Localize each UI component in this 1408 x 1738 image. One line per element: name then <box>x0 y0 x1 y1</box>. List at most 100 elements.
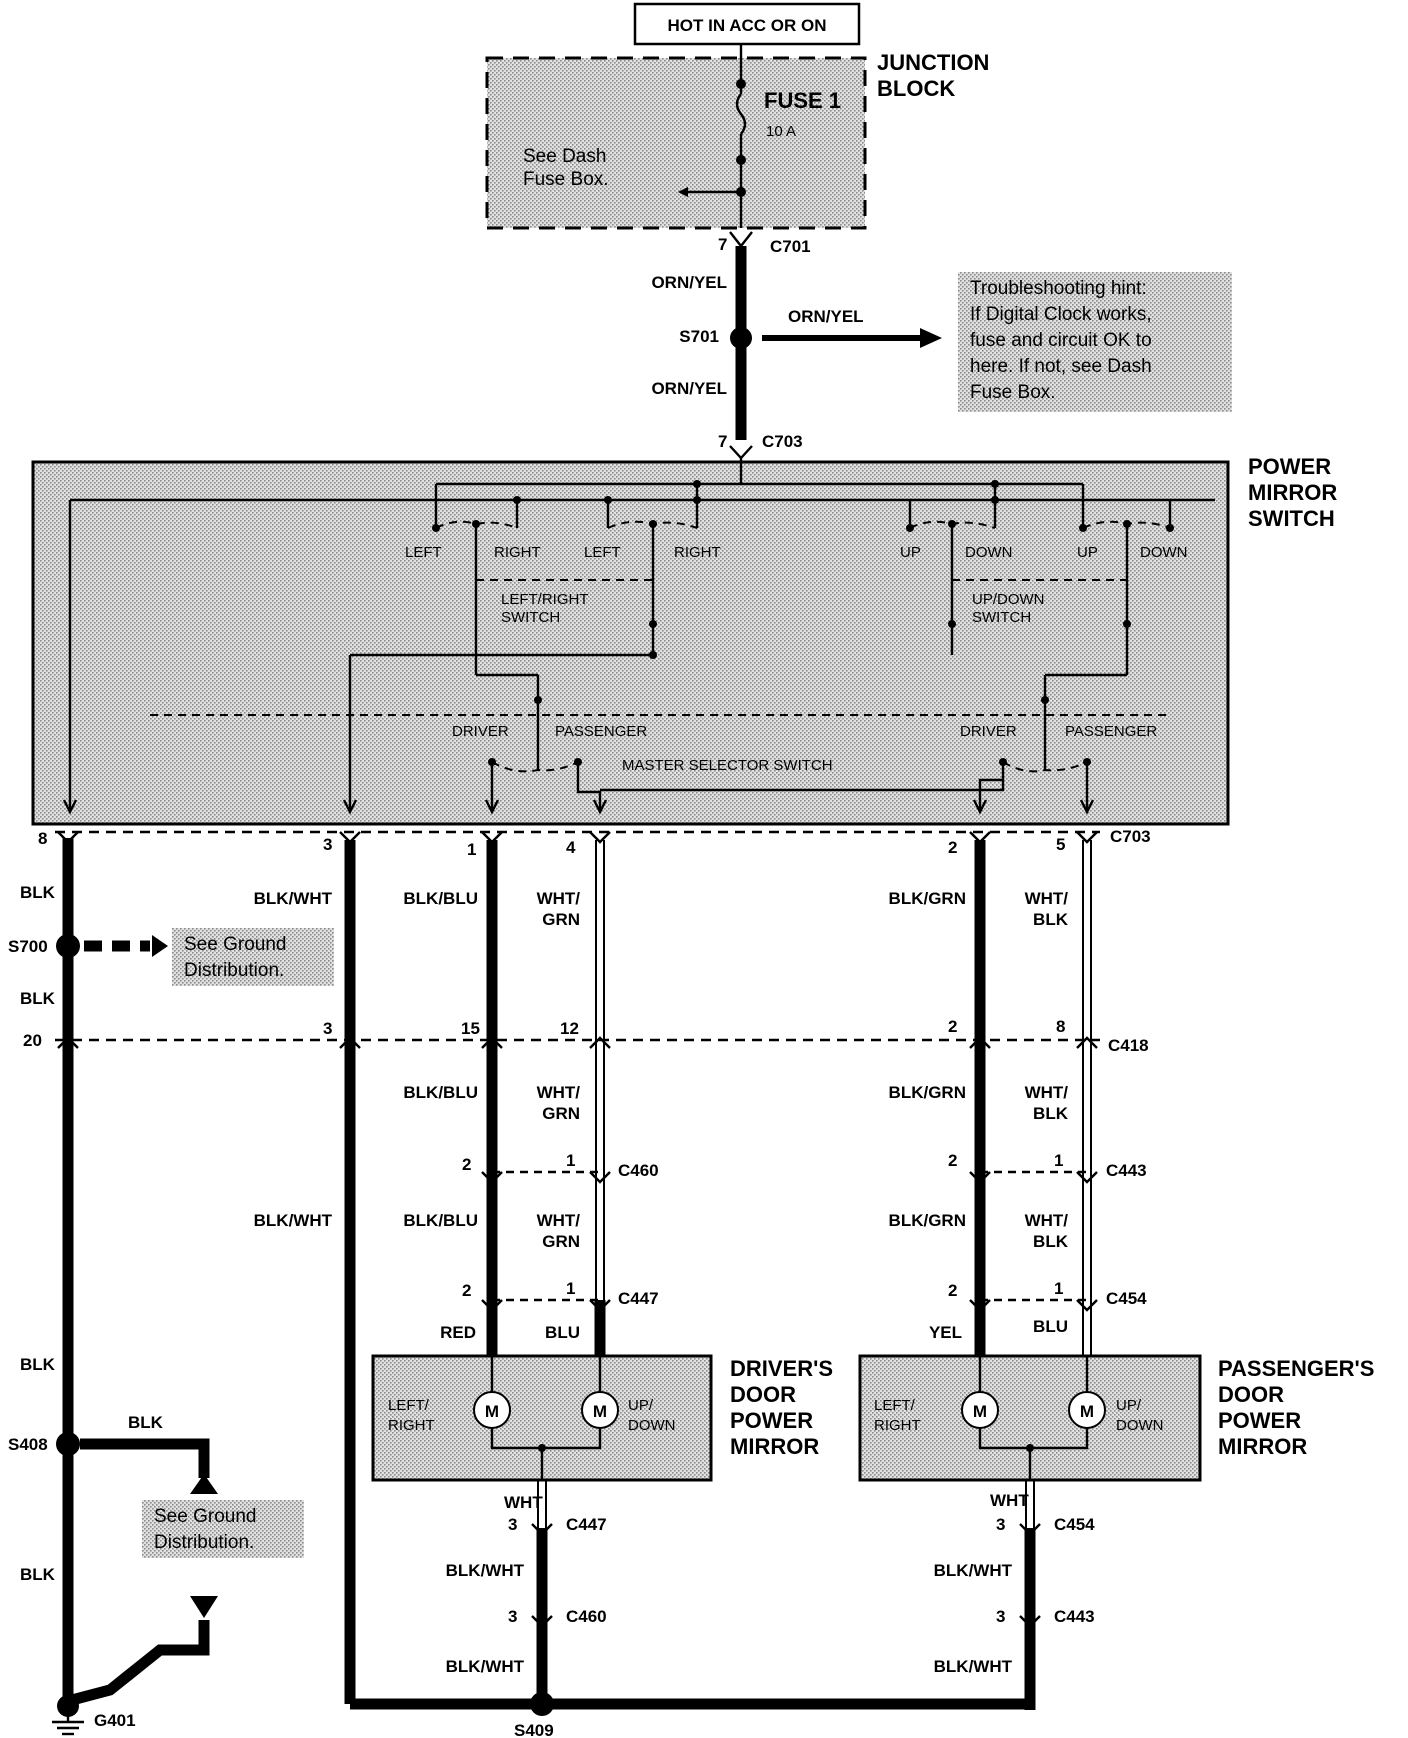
svg-text:MASTER SELECTOR SWITCH: MASTER SELECTOR SWITCH <box>622 757 833 774</box>
svg-text:UP: UP <box>1077 544 1098 561</box>
svg-text:LEFT/: LEFT/ <box>874 1397 916 1414</box>
svg-text:C701: C701 <box>770 237 811 256</box>
svg-text:DRIVER: DRIVER <box>960 723 1017 740</box>
wire-blk-grn: BLK/GRN BLK/GRN BLK/GRN YEL <box>889 831 991 1356</box>
connector-c701: 7 C701 <box>718 231 811 256</box>
junction-block: JUNCTION BLOCK FUSE 1 10 A See Dash Fuse… <box>485 50 989 230</box>
svg-text:Distribution.: Distribution. <box>184 960 284 981</box>
connector-c418: C418 20 3 15 12 2 8 <box>23 1017 1149 1055</box>
svg-text:BLK/GRN: BLK/GRN <box>889 1211 966 1230</box>
svg-text:PASSENGER'S: PASSENGER'S <box>1218 1356 1374 1381</box>
svg-text:RIGHT: RIGHT <box>874 1417 921 1434</box>
svg-text:BLK/GRN: BLK/GRN <box>889 889 966 908</box>
svg-text:DOOR: DOOR <box>730 1382 796 1407</box>
troubleshooting-hint: Troubleshooting hint: If Digital Clock w… <box>958 272 1232 412</box>
wire-passenger-mirror-return: WHT 3 C454 BLK/WHT 3 C443 BLK/WHT <box>934 1480 1095 1710</box>
svg-text:15: 15 <box>461 1019 480 1038</box>
ground-g401: G401 <box>52 1695 136 1736</box>
svg-text:M: M <box>485 1402 499 1421</box>
svg-text:UP/: UP/ <box>628 1397 654 1414</box>
svg-text:GRN: GRN <box>542 910 580 929</box>
svg-text:BLK: BLK <box>1033 1232 1069 1251</box>
svg-text:WHT/: WHT/ <box>1025 1083 1069 1102</box>
svg-text:C447: C447 <box>566 1515 607 1534</box>
svg-text:ORN/YEL: ORN/YEL <box>651 273 727 292</box>
svg-text:UP: UP <box>900 544 921 561</box>
splice-s700 <box>56 934 80 958</box>
svg-text:POWER: POWER <box>730 1408 813 1433</box>
splice-s408 <box>56 1432 80 1456</box>
svg-text:BLOCK: BLOCK <box>877 76 955 101</box>
svg-text:BLK: BLK <box>1033 910 1069 929</box>
svg-text:3: 3 <box>323 835 332 854</box>
svg-text:WHT/: WHT/ <box>1025 1211 1069 1230</box>
svg-text:LEFT: LEFT <box>405 544 442 561</box>
svg-text:DOOR: DOOR <box>1218 1382 1284 1407</box>
fuse-icon <box>735 93 747 135</box>
power-source-label: HOT IN ACC OR ON <box>668 16 827 35</box>
svg-text:BLK/WHT: BLK/WHT <box>934 1657 1013 1676</box>
svg-text:BLK/BLU: BLK/BLU <box>403 889 478 908</box>
svg-text:S408: S408 <box>8 1435 48 1454</box>
svg-text:1: 1 <box>566 1151 575 1170</box>
wire-blk-wht-return: BLK/WHT BLK/WHT S409 <box>254 831 1034 1738</box>
svg-text:S700: S700 <box>8 937 48 956</box>
svg-text:BLK: BLK <box>128 1413 164 1432</box>
svg-text:BLK/WHT: BLK/WHT <box>934 1561 1013 1580</box>
svg-text:LEFT/: LEFT/ <box>388 1397 430 1414</box>
svg-text:POWER: POWER <box>1218 1408 1301 1433</box>
connector-c443: 2 1 C443 <box>948 1151 1147 1180</box>
svg-text:ORN/YEL: ORN/YEL <box>651 379 727 398</box>
fuse-rating: 10 A <box>766 123 796 140</box>
svg-text:20: 20 <box>23 1031 42 1050</box>
svg-text:7: 7 <box>718 432 727 451</box>
svg-text:C460: C460 <box>566 1607 607 1626</box>
svg-text:BLK/WHT: BLK/WHT <box>254 1211 333 1230</box>
svg-text:2: 2 <box>948 1151 957 1170</box>
svg-text:LEFT: LEFT <box>584 544 621 561</box>
svg-text:2: 2 <box>462 1281 471 1300</box>
svg-text:WHT/: WHT/ <box>537 889 581 908</box>
wire-wht-grn: WHT/ GRN WHT/ GRN WHT/ GRN BLU <box>537 831 611 1356</box>
svg-text:WHT/: WHT/ <box>537 1211 581 1230</box>
svg-text:2: 2 <box>462 1155 471 1174</box>
svg-text:1: 1 <box>1054 1151 1063 1170</box>
svg-text:DOWN: DOWN <box>1140 544 1188 561</box>
svg-text:M: M <box>1080 1402 1094 1421</box>
svg-text:Fuse Box.: Fuse Box. <box>523 169 609 190</box>
driver-door-power-mirror: DRIVER'S DOOR POWER MIRROR LEFT/ RIGHT U… <box>371 1354 833 1482</box>
svg-text:S409: S409 <box>514 1721 554 1738</box>
svg-text:LEFT/RIGHT: LEFT/RIGHT <box>501 591 589 608</box>
ground-note-s408: See Ground Distribution. <box>142 1500 304 1558</box>
svg-text:3: 3 <box>996 1607 1005 1626</box>
svg-text:3: 3 <box>508 1515 517 1534</box>
svg-text:BLK/WHT: BLK/WHT <box>446 1561 525 1580</box>
svg-text:SWITCH: SWITCH <box>501 609 560 626</box>
connector-c460: 2 1 C460 <box>462 1151 659 1180</box>
connector-c447: 2 1 C447 <box>462 1279 659 1308</box>
svg-text:C703: C703 <box>1110 827 1151 846</box>
svg-text:S701: S701 <box>679 327 719 346</box>
junction-note: See Dash <box>523 146 606 167</box>
svg-text:M: M <box>973 1402 987 1421</box>
junction-block-title: JUNCTION <box>877 50 989 75</box>
svg-text:BLK: BLK <box>20 989 56 1008</box>
svg-text:2: 2 <box>948 1017 957 1036</box>
svg-text:BLK: BLK <box>1033 1104 1069 1123</box>
svg-text:RIGHT: RIGHT <box>388 1417 435 1434</box>
svg-text:BLK/WHT: BLK/WHT <box>254 889 333 908</box>
svg-text:GRN: GRN <box>542 1232 580 1251</box>
svg-text:WHT: WHT <box>504 1493 543 1512</box>
ground-note-s700: See Ground Distribution. <box>172 928 334 986</box>
svg-text:BLK: BLK <box>20 883 56 902</box>
svg-text:BLK/BLU: BLK/BLU <box>403 1211 478 1230</box>
svg-text:C460: C460 <box>618 1161 659 1180</box>
svg-text:SWITCH: SWITCH <box>1248 506 1335 531</box>
splice-s409 <box>530 1692 554 1716</box>
svg-text:BLK: BLK <box>20 1565 56 1584</box>
svg-text:RED: RED <box>440 1323 476 1342</box>
svg-text:DOWN: DOWN <box>965 544 1013 561</box>
svg-text:1: 1 <box>566 1279 575 1298</box>
svg-text:2: 2 <box>948 1281 957 1300</box>
svg-text:BLU: BLU <box>1033 1317 1068 1336</box>
